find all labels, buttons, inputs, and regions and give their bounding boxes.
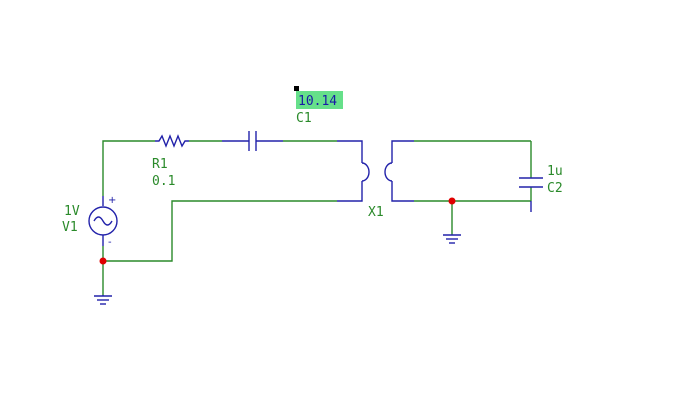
voltage-source-v1[interactable]: + -	[88, 195, 118, 248]
sine-wave-icon	[93, 216, 113, 226]
capacitor-c2[interactable]	[519, 177, 543, 212]
selection-handle[interactable]	[294, 86, 299, 91]
c1-value-label[interactable]: 10.14	[298, 94, 337, 109]
junction-node-right[interactable]	[448, 197, 456, 205]
wire-v1-to-r1[interactable]	[102, 140, 155, 196]
r1-value-label[interactable]: 0.1	[152, 174, 175, 189]
secondary-coil-icon	[384, 162, 393, 182]
c1-name-label[interactable]: C1	[296, 111, 312, 126]
c1-value-highlight	[296, 91, 343, 109]
x1-name-label[interactable]: X1	[368, 205, 384, 220]
r1-name-label[interactable]: R1	[152, 157, 168, 172]
v1-value-label[interactable]: 1V	[64, 204, 80, 219]
wires-right-loop	[414, 140, 532, 235]
transformer-x1[interactable]	[337, 140, 414, 202]
v1-plus-marker: +	[108, 195, 116, 206]
ground-right[interactable]	[443, 234, 461, 244]
resistor-r1[interactable]	[155, 134, 189, 148]
c2-name-label[interactable]: C2	[547, 181, 563, 196]
c2-value-label[interactable]: 1u	[547, 164, 563, 179]
v1-name-label[interactable]: V1	[62, 220, 78, 235]
capacitor-c1[interactable]	[222, 131, 283, 151]
wires-left-loop	[102, 140, 337, 295]
ground-left[interactable]	[94, 295, 112, 305]
v1-minus-marker: -	[108, 237, 112, 248]
wire-return-path[interactable]	[103, 200, 337, 262]
primary-coil-icon	[361, 162, 370, 182]
junction-node-left[interactable]	[99, 257, 107, 265]
resistor-zigzag-icon	[155, 134, 189, 148]
